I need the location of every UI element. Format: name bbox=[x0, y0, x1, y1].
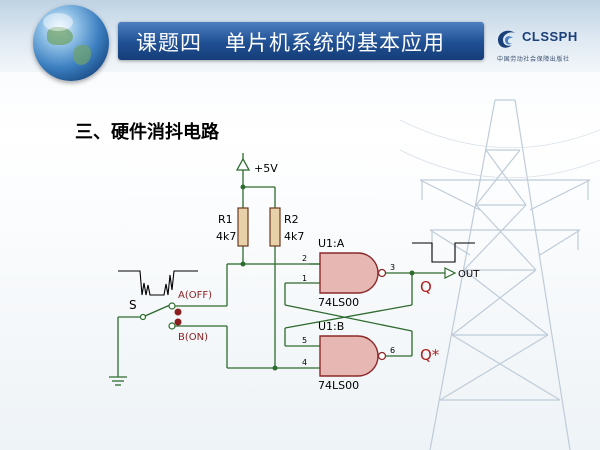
supply-label: +5V bbox=[254, 162, 278, 175]
switch-label: S bbox=[129, 298, 137, 312]
logo-subtitle: 中国劳动社会保障出版社 bbox=[497, 56, 570, 63]
junction-dots bbox=[240, 184, 415, 371]
section-heading: 三、硬件消抖电路 bbox=[75, 122, 219, 143]
nand-gate-a bbox=[310, 252, 387, 294]
title-bar bbox=[118, 22, 484, 60]
gate-b-part: 74LS00 bbox=[318, 379, 359, 392]
r2-label: R2 bbox=[284, 213, 299, 226]
resistor-r1 bbox=[237, 207, 249, 247]
switch-s bbox=[139, 302, 182, 330]
gate-a-pin-out: 3 bbox=[390, 263, 395, 272]
gate-a-name: U1:A bbox=[318, 237, 345, 250]
q-bar-label: Q* bbox=[420, 346, 440, 364]
output-label: OUT bbox=[458, 269, 480, 280]
globe-image bbox=[33, 5, 109, 81]
gate-a-part: 74LS00 bbox=[318, 296, 359, 309]
logo-swirl-icon bbox=[498, 30, 515, 48]
publisher-logo: CLSSPH 中国劳动社会保障出版社 bbox=[494, 26, 594, 66]
gate-b-pin-in2: 4 bbox=[302, 358, 307, 367]
nand-gate-b bbox=[319, 335, 387, 377]
logo-text: CLSSPH bbox=[522, 29, 578, 44]
bounce-waveform bbox=[118, 270, 198, 296]
circuit-wires bbox=[117, 170, 445, 377]
switch-b-label: B(ON) bbox=[178, 332, 208, 343]
gate-a-pin-in1: 2 bbox=[302, 254, 307, 263]
r1-value: 4k7 bbox=[216, 230, 236, 243]
resistor-r2 bbox=[269, 207, 281, 247]
q-label: Q bbox=[420, 278, 432, 296]
ground-symbol bbox=[109, 376, 127, 386]
r1-label: R1 bbox=[218, 213, 233, 226]
switch-a-label: A(OFF) bbox=[178, 290, 212, 301]
output-waveform bbox=[412, 242, 475, 263]
slide-title: 课题四 单片机系统的基本应用 bbox=[136, 31, 446, 55]
gate-b-pin-in1: 5 bbox=[302, 336, 307, 345]
power-tower-image bbox=[400, 99, 600, 450]
power-supply-symbol bbox=[235, 153, 251, 171]
gate-b-name: U1:B bbox=[318, 320, 344, 333]
gate-b-pin-out: 6 bbox=[390, 346, 395, 355]
output-arrow-icon bbox=[444, 267, 457, 279]
gate-a-pin-in2: 1 bbox=[302, 274, 307, 283]
r2-value: 4k7 bbox=[284, 230, 304, 243]
